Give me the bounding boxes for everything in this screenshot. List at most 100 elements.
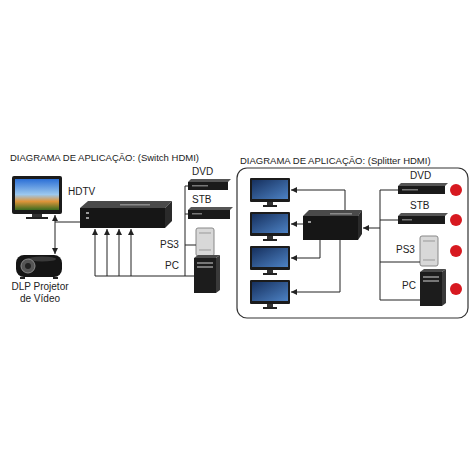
set-top-box-icon <box>402 219 412 221</box>
device-node: PC <box>402 280 416 292</box>
device-node: DLP Projetor de Vídeo <box>5 281 75 305</box>
device-label: DVD <box>410 170 431 182</box>
device-label: STB <box>410 200 429 212</box>
pc-tower-icon <box>442 269 446 306</box>
pc-tower-icon <box>197 262 213 264</box>
dvd-player-icon <box>398 183 448 186</box>
red-dot <box>450 184 462 295</box>
device-node: DVD <box>192 166 213 178</box>
ps3-console-icon <box>423 260 435 261</box>
hdmi-switch-icon <box>86 217 89 219</box>
projector-icon <box>16 255 62 277</box>
set-top-box-icon <box>188 210 230 219</box>
hdmi-switch-icon <box>165 201 172 228</box>
hdtv-icon <box>15 179 59 210</box>
set-top-box-icon <box>188 207 233 210</box>
projector-icon <box>20 277 25 279</box>
projector-icon <box>21 259 35 273</box>
hdtv-icon <box>12 176 62 219</box>
pc-tower-icon <box>194 255 220 258</box>
hdtv-icon <box>12 176 62 214</box>
wire <box>291 190 420 300</box>
wire <box>380 190 381 300</box>
device-label: DVD <box>192 166 213 178</box>
ps3-console-icon <box>199 250 211 251</box>
hdmi-switch-icon <box>80 208 165 228</box>
wire <box>185 276 194 277</box>
wire <box>380 190 398 191</box>
hdmi-switch-icon <box>86 212 89 214</box>
ps3-console-icon <box>196 228 214 256</box>
set-top-box-icon <box>398 216 445 224</box>
hdmi-splitter-icon <box>303 210 362 240</box>
hdmi-splitter-icon <box>308 221 311 223</box>
ps3-console-icon <box>199 233 211 234</box>
ps3-console-icon <box>420 236 438 266</box>
hdmi-switch-icon <box>120 204 150 206</box>
projector-icon <box>16 255 62 279</box>
wire <box>291 240 320 258</box>
set-top-box-icon <box>398 213 448 216</box>
monitor-icon <box>250 280 290 309</box>
wire <box>55 186 196 276</box>
pc-tower-icon <box>420 269 446 272</box>
device-label: DLP Projetor de Vídeo <box>5 281 75 305</box>
wire <box>380 220 398 221</box>
panel-title: DIAGRAMA DE APLICAÇÃO: (Splitter HDMI) <box>237 155 431 167</box>
dvd-player-icon <box>398 183 448 194</box>
wire <box>363 228 380 229</box>
pc-tower-icon <box>420 272 442 306</box>
wire <box>291 190 345 210</box>
pc-tower-icon <box>194 255 220 293</box>
monitor-icon <box>250 178 290 207</box>
pc-tower-icon <box>216 255 220 293</box>
red-dot <box>450 214 462 226</box>
hdmi-splitter-icon <box>303 210 362 216</box>
wire <box>185 214 188 215</box>
wire <box>131 229 132 276</box>
device-node: STB <box>410 200 429 212</box>
pc-tower-icon <box>423 280 439 282</box>
wire <box>107 229 108 276</box>
wire <box>55 222 56 254</box>
projector-icon <box>53 277 58 279</box>
wire <box>55 215 56 222</box>
dvd-player-icon <box>188 179 231 182</box>
set-top-box-icon <box>188 207 233 219</box>
hdmi-splitter-icon <box>358 210 362 240</box>
set-top-box-icon <box>398 213 448 224</box>
device-node: DVD <box>410 170 431 182</box>
wire <box>380 262 420 263</box>
red-dot <box>450 184 462 196</box>
hdmi-switch-icon <box>80 201 172 208</box>
diagram-panel: DIAGRAMA DE APLICAÇÃO: (Splitter HDMI) DV… <box>237 150 468 318</box>
dvd-player-icon <box>398 186 445 194</box>
wire <box>291 240 340 292</box>
device-node: STB <box>192 194 211 206</box>
ps3-console-icon <box>423 241 435 242</box>
pc-tower-icon <box>423 276 439 278</box>
device-label: PS3 <box>396 244 415 256</box>
wire <box>185 245 196 246</box>
projector-icon <box>25 263 31 269</box>
wire <box>55 222 80 223</box>
dvd-player-icon <box>402 189 418 191</box>
device-node: PS3 <box>160 239 179 251</box>
wire <box>119 229 120 276</box>
set-top-box-icon <box>192 213 202 215</box>
red-dot <box>450 245 462 257</box>
device-node: PC <box>165 260 179 272</box>
pc-tower-icon <box>420 269 446 306</box>
pc-tower-icon <box>194 258 216 293</box>
device-label: PS3 <box>160 239 179 251</box>
hdtv-icon <box>32 214 42 217</box>
panel-outline <box>237 168 468 318</box>
monitor-icon <box>250 212 290 241</box>
diagram-title: DIAGRAMA DE APLICAÇÃO: (Switch HDMI) <box>10 152 199 164</box>
hdmi-splitter-icon <box>330 213 352 215</box>
monitor-icon <box>250 246 290 275</box>
pc-tower-icon <box>197 266 213 268</box>
device-label: HDTV <box>68 186 95 198</box>
